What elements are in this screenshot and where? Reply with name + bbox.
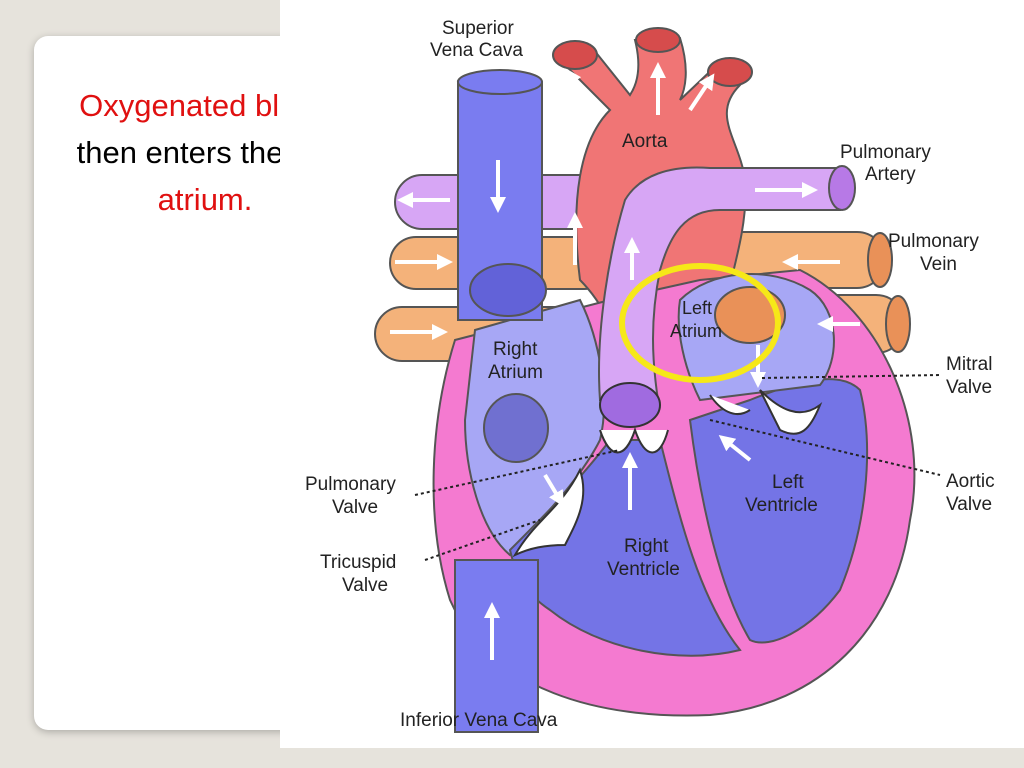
label-right-ventricle-2: Ventricle [607, 559, 680, 580]
label-tricuspid-valve-2: Valve [342, 575, 388, 596]
label-right-atrium-2: Atrium [488, 362, 543, 383]
right-atrium-chamber [463, 298, 605, 557]
label-aortic-valve-1: Aortic [946, 471, 995, 492]
label-inferior-vena-cava: Inferior Vena Cava [400, 710, 558, 731]
label-left-atrium-1: Left [682, 298, 712, 318]
valves [512, 382, 823, 558]
label-pulmonary-vein-1: Pulmonary [888, 231, 979, 252]
label-tricuspid-valve-1: Tricuspid [320, 552, 396, 573]
label-left-atrium-2: Atrium [670, 321, 722, 341]
label-right-atrium-1: Right [493, 339, 538, 360]
caption-plain: then enters the [76, 135, 293, 170]
left-atrium-chamber [677, 273, 835, 402]
label-aortic-valve-2: Valve [946, 494, 992, 515]
label-right-ventricle-1: Right [624, 536, 669, 557]
pulmonary-trunk [598, 165, 856, 401]
label-pulmonary-valve-1: Pulmonary [305, 474, 396, 495]
vena-cava [454, 69, 547, 733]
label-mitral-valve-1: Mitral [946, 354, 992, 375]
label-superior-vena-cava-1: Superior [442, 18, 514, 39]
diagram-labels: Superior Vena Cava Aorta Pulmonary Arter… [305, 18, 995, 731]
heart-svg: Superior Vena Cava Aorta Pulmonary Arter… [305, 18, 995, 733]
flow-arrows [390, 62, 860, 660]
label-pulmonary-vein-2: Vein [920, 254, 957, 275]
label-left-ventricle-2: Ventricle [745, 495, 818, 516]
left-atrium-highlight-ring [619, 263, 781, 383]
label-aorta: Aorta [622, 131, 668, 152]
label-mitral-valve-2: Valve [946, 377, 992, 398]
label-superior-vena-cava-2: Vena Cava [430, 40, 523, 61]
label-pulmonary-artery-1: Pulmonary [840, 142, 931, 163]
leader-lines [414, 374, 941, 561]
label-pulmonary-artery-2: Artery [865, 164, 916, 185]
heart-diagram: Superior Vena Cava Aorta Pulmonary Arter… [280, 0, 1024, 748]
label-pulmonary-valve-2: Valve [332, 497, 378, 518]
label-left-ventricle-1: Left [772, 472, 804, 493]
